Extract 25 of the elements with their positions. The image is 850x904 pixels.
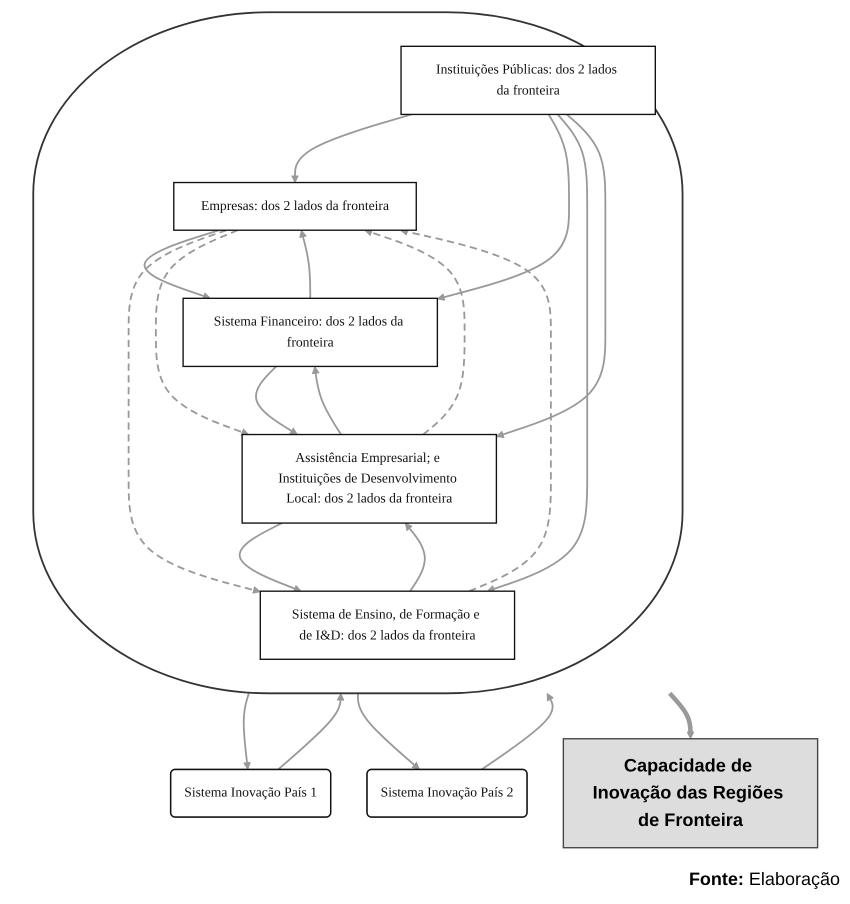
arrow <box>154 229 249 436</box>
arrow <box>356 693 420 770</box>
arrow <box>436 114 570 301</box>
arrow <box>277 692 344 770</box>
node-box: Instituições Públicas: dos 2 lados da fronteira <box>400 46 656 116</box>
node-box: Empresas: dos 2 lados da fronteira <box>172 182 416 231</box>
arrow <box>311 366 342 436</box>
source-note: Fonte: Elaboração <box>688 869 840 890</box>
arrow <box>404 522 426 592</box>
node-box: Capacidade de Inovação das Regiões de Fronteira <box>562 738 818 848</box>
node-box: Sistema Financeiro: dos 2 lados da fronteira <box>182 298 438 368</box>
arrow <box>486 114 588 593</box>
arrow <box>254 366 298 435</box>
arrow <box>127 229 260 594</box>
arrow <box>496 114 606 438</box>
arrow <box>668 692 694 740</box>
arrow <box>143 229 219 300</box>
arrow <box>290 114 412 183</box>
arrow <box>480 692 554 770</box>
arrow <box>298 230 311 298</box>
node-box: Sistema de Ensino, de Formação e de I&D: dos 2 lados da fronteira <box>259 590 515 660</box>
arrow <box>242 693 251 770</box>
arrow <box>238 522 302 592</box>
arrow <box>364 228 466 436</box>
node-box: Assistência Empresarial; e Instituições de Desenvolvimento Local: dos 2 lados da fronteira <box>241 434 497 524</box>
